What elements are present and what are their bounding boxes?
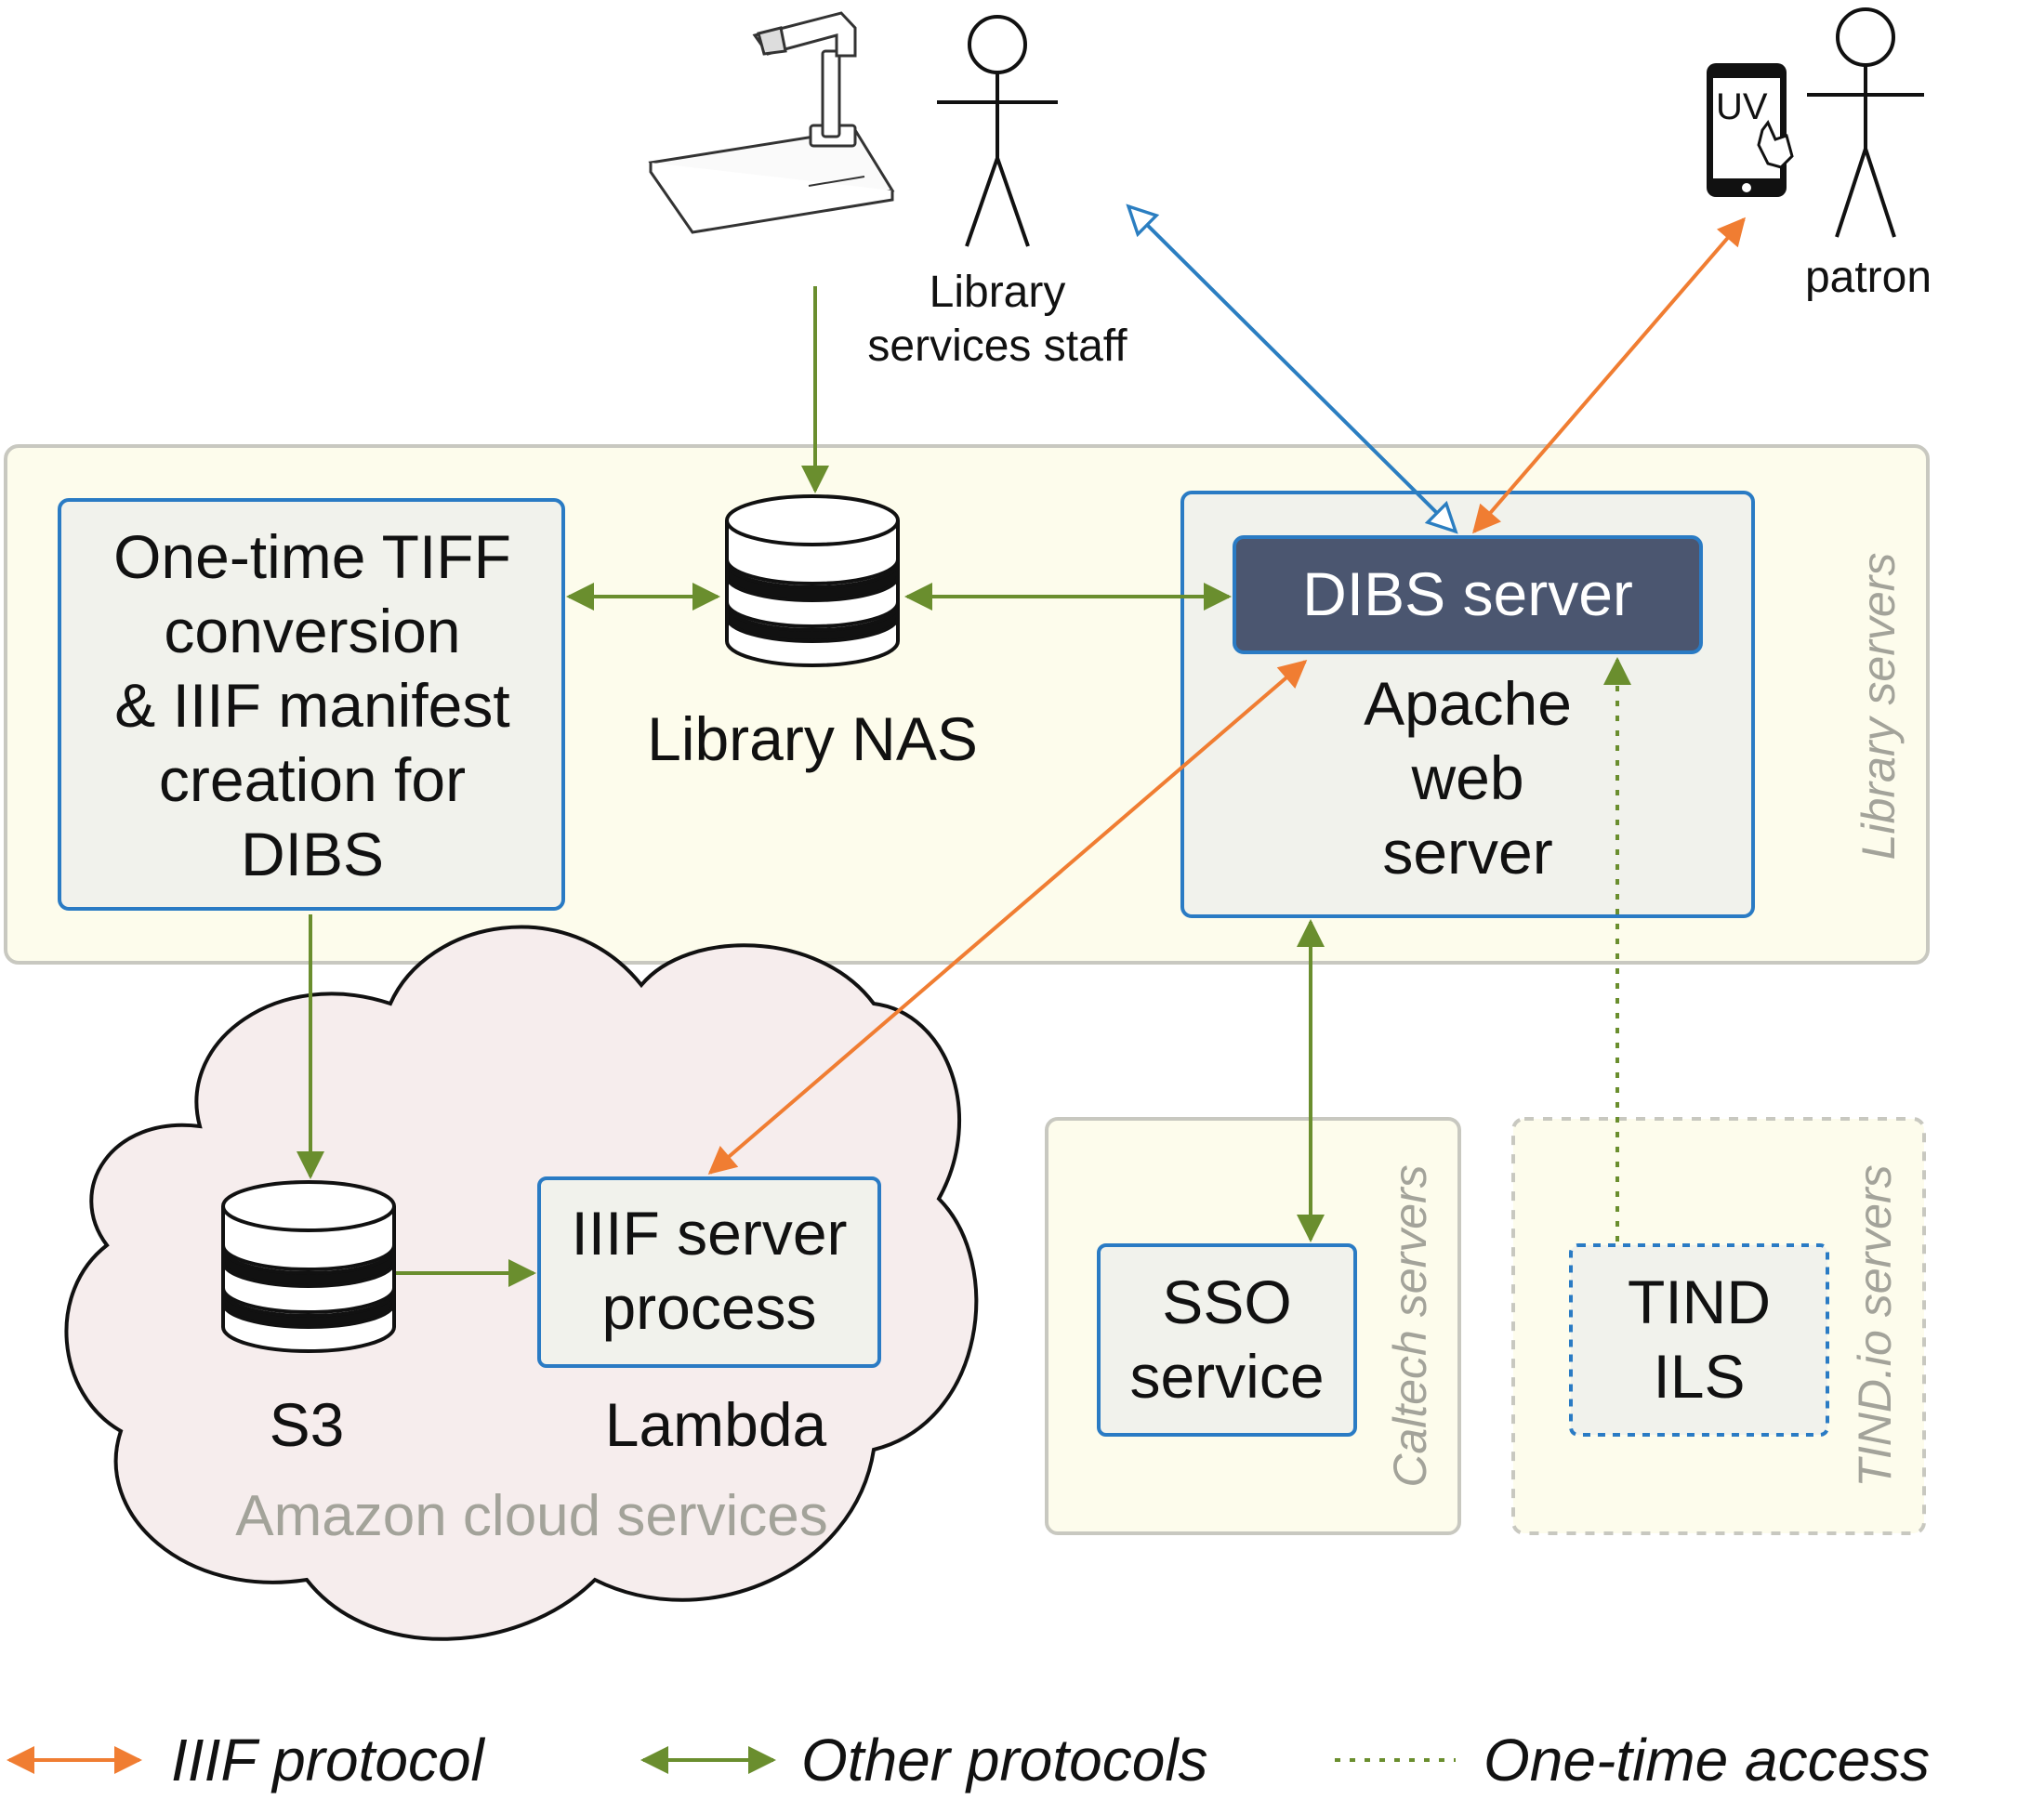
nas-label: Library NAS bbox=[647, 704, 978, 773]
iiif-server-line1: IIIF server bbox=[571, 1199, 847, 1268]
legend-iiif-label: IIIF protocol bbox=[171, 1727, 486, 1793]
apache-line1: Apache bbox=[1364, 669, 1572, 738]
amazon-cloud-label: Amazon cloud services bbox=[235, 1484, 828, 1548]
caltech-servers-label: Caltech servers bbox=[1384, 1164, 1436, 1487]
patron-figure-icon bbox=[1807, 7, 1924, 238]
legend: IIIF protocol Other protocols One-time a… bbox=[6, 1727, 1930, 1793]
staff-figure-icon bbox=[937, 15, 1058, 247]
tiff-box-line3: & IIIF manifest bbox=[114, 671, 509, 740]
iiif-server-line2: process bbox=[601, 1273, 816, 1342]
legend-onetime-label: One-time access bbox=[1484, 1727, 1930, 1793]
phone-screen-text: UV bbox=[1716, 86, 1768, 127]
patron-label: patron bbox=[1805, 253, 1932, 302]
s3-label: S3 bbox=[270, 1390, 345, 1459]
phone-icon: UV bbox=[1707, 63, 1794, 197]
tind-servers-label: TIND.io servers bbox=[1849, 1164, 1901, 1487]
staff-label-line1: Library bbox=[930, 268, 1066, 317]
iiif-server-box bbox=[537, 1176, 881, 1368]
staff-label-line2: services staff bbox=[867, 322, 1127, 371]
sso-service-box bbox=[1097, 1243, 1357, 1437]
staff-apache-arrow bbox=[1126, 204, 1458, 534]
lambda-label: Lambda bbox=[605, 1390, 827, 1459]
tiff-box-line2: conversion bbox=[164, 597, 460, 665]
dibs-server-label: DIBS server bbox=[1302, 559, 1633, 628]
patron-dibs-arrow bbox=[1472, 217, 1746, 534]
book-scanner-icon bbox=[648, 11, 895, 234]
legend-other-label: Other protocols bbox=[801, 1727, 1208, 1793]
apache-line3: server bbox=[1382, 818, 1552, 887]
tind-ils-box bbox=[1569, 1243, 1829, 1437]
nas-database-icon bbox=[725, 494, 900, 667]
apache-line2: web bbox=[1410, 743, 1523, 812]
tind-line1: TIND bbox=[1628, 1268, 1771, 1336]
tiff-conversion-box bbox=[58, 498, 565, 911]
tiff-box-line5: DIBS bbox=[241, 820, 384, 888]
tind-line2: ILS bbox=[1653, 1342, 1745, 1411]
tiff-box-line4: creation for bbox=[159, 745, 466, 814]
tiff-box-line1: One-time TIFF bbox=[113, 522, 511, 591]
dibs-iiif-arrow bbox=[707, 660, 1308, 1175]
sso-line2: service bbox=[1129, 1342, 1324, 1411]
dibs-server-box bbox=[1233, 535, 1703, 654]
sso-line1: SSO bbox=[1162, 1268, 1291, 1336]
s3-database-icon bbox=[221, 1180, 396, 1353]
library-servers-label: Library servers bbox=[1853, 553, 1905, 861]
